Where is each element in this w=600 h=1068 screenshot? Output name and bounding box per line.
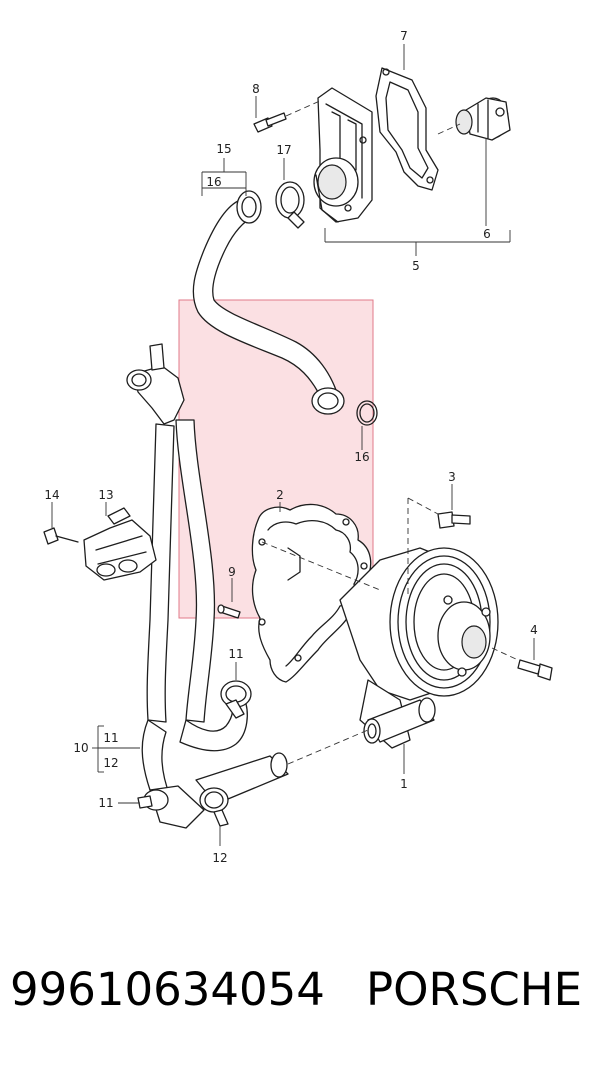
callout-2: 2 xyxy=(276,488,284,502)
callout-15: 15 xyxy=(216,142,231,156)
o-ring-16 xyxy=(356,400,378,426)
callout-13: 13 xyxy=(98,488,113,502)
callout-11-left: 11 xyxy=(98,796,113,810)
callout-8: 8 xyxy=(252,82,260,96)
footer: 99610634054 PORSCHE xyxy=(0,955,600,1025)
callout-5: 5 xyxy=(412,259,420,273)
callout-labels: 7 8 15 16 17 6 5 16 3 14 13 2 9 4 11 11 … xyxy=(44,29,537,865)
hose-upper xyxy=(192,190,345,415)
callout-17: 17 xyxy=(276,143,291,157)
clamp-11-lower xyxy=(137,789,169,811)
bolt-3 xyxy=(437,511,471,529)
leader-lines xyxy=(51,44,535,846)
pin-9 xyxy=(217,604,241,619)
callout-16-bracket: 16 xyxy=(206,175,221,189)
bolt-4 xyxy=(517,659,553,681)
pump-outlet-pipe xyxy=(363,697,436,744)
callout-14: 14 xyxy=(44,488,59,502)
callout-12-bracket: 12 xyxy=(103,756,118,770)
callout-6: 6 xyxy=(483,227,491,241)
clamp-11-upper xyxy=(220,680,252,719)
clamp-12 xyxy=(199,787,229,827)
bolt-14 xyxy=(43,527,79,545)
gasket-2 xyxy=(251,503,372,683)
callout-16-ring: 16 xyxy=(354,450,369,464)
gasket-7 xyxy=(375,67,439,191)
callout-7: 7 xyxy=(400,29,408,43)
part-number: 99610634054 xyxy=(10,963,325,1016)
parts-diagram: 7 8 15 16 17 6 5 16 3 14 13 2 9 4 11 11 … xyxy=(43,29,553,865)
callout-12-bottom: 12 xyxy=(212,851,227,865)
thermostat-6 xyxy=(455,97,511,141)
callout-4: 4 xyxy=(530,623,538,637)
callout-10: 10 xyxy=(73,741,88,755)
water-pump-1 xyxy=(339,547,499,749)
clamp-17 xyxy=(275,181,305,229)
bolt-8 xyxy=(253,112,287,133)
callout-11-bracket: 11 xyxy=(103,731,118,745)
thermostat-housing xyxy=(313,87,373,223)
bracket-13 xyxy=(83,507,157,581)
callout-1: 1 xyxy=(400,777,408,791)
callout-11-top: 11 xyxy=(228,647,243,661)
callout-9: 9 xyxy=(228,565,236,579)
brand-name: PORSCHE xyxy=(366,963,583,1016)
callout-3: 3 xyxy=(448,470,456,484)
